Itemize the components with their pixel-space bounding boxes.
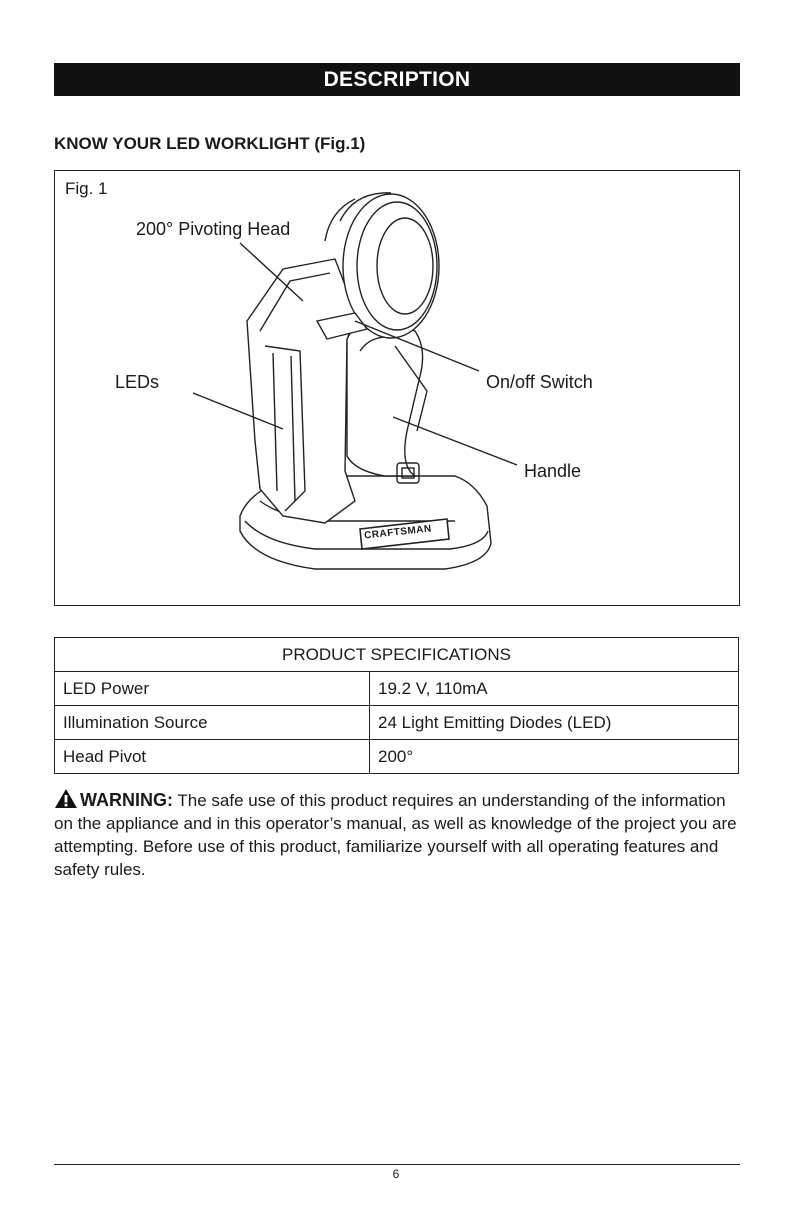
- figure-label: Fig. 1: [65, 179, 108, 198]
- spec-name: LED Power: [54, 671, 370, 706]
- callout-pivoting-head: 200° Pivoting Head: [136, 219, 291, 239]
- callout-handle: Handle: [524, 461, 582, 481]
- worklight-illustration: [192, 192, 518, 570]
- spec-value: 24 Light Emitting Diodes (LED): [369, 705, 739, 740]
- table-row: Illumination Source 24 Light Emitting Di…: [54, 705, 739, 740]
- page-number: 6: [392, 1167, 400, 1181]
- callout-leds: LEDs: [115, 372, 160, 392]
- figure-1: Fig. 1 200° Pivoting Head L: [54, 170, 740, 606]
- table-row: Head Pivot 200°: [54, 739, 739, 774]
- warning-triangle-icon: [55, 789, 77, 808]
- spec-name: Illumination Source: [54, 705, 370, 740]
- leader-switch: [354, 320, 480, 372]
- leader-handle: [392, 416, 518, 466]
- spec-value: 200°: [369, 739, 739, 774]
- warning-label: WARNING:: [80, 790, 173, 810]
- warning-paragraph: WARNING: The safe use of this product re…: [54, 788, 744, 881]
- warning-text: The safe use of this product requires an…: [54, 791, 737, 879]
- leader-head: [239, 242, 304, 302]
- callout-switch: On/off Switch: [486, 372, 593, 392]
- table-header-row: PRODUCT SPECIFICATIONS: [54, 637, 739, 672]
- section-banner: DESCRIPTION: [54, 63, 740, 96]
- table-title: PRODUCT SPECIFICATIONS: [54, 637, 739, 672]
- leader-leds: [192, 392, 284, 430]
- spec-value: 19.2 V, 110mA: [369, 671, 739, 706]
- table-row: LED Power 19.2 V, 110mA: [54, 671, 739, 706]
- footer-divider: [54, 1164, 740, 1165]
- spec-name: Head Pivot: [54, 739, 370, 774]
- section-heading: KNOW YOUR LED WORKLIGHT (Fig.1): [54, 134, 366, 153]
- product-specifications-table: PRODUCT SPECIFICATIONS LED Power 19.2 V,…: [54, 637, 739, 774]
